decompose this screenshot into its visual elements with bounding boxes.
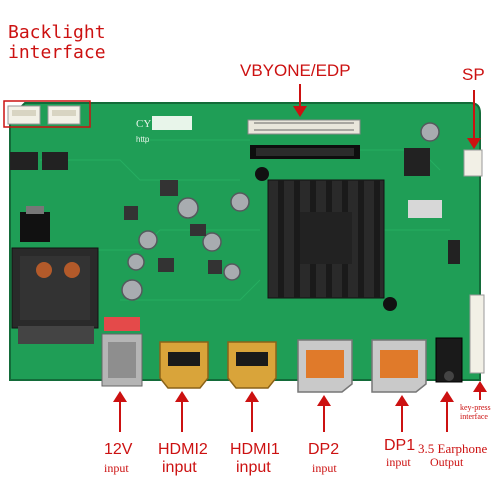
earphone-label-line1: 3.5 Earphone (418, 441, 488, 456)
hdmi2-label-line1: HDMI2 (158, 441, 208, 458)
backlight-label-line1: Backlight (8, 22, 106, 43)
power-header (104, 317, 140, 331)
hdmi1-port (227, 341, 277, 389)
hdmi2-port (159, 341, 209, 389)
hdmi1-label-line1: HDMI1 (230, 441, 280, 458)
sp-connector (463, 149, 483, 177)
dp2-port (297, 339, 353, 393)
backlight-highlight-box (3, 100, 91, 128)
backlight-label-line2: interface (8, 42, 106, 63)
earphone-label-line2: Output (430, 455, 464, 469)
silkscreen-brand: CY (136, 118, 151, 130)
vbyone-label: VBYONE/EDP (240, 61, 351, 80)
dp1-label-line1: DP1 (384, 437, 416, 454)
12v-label-line2: input (104, 461, 129, 475)
12v-label-line1: 12V (104, 441, 133, 458)
dp2-label-line2: input (312, 461, 337, 475)
capacitors (121, 122, 440, 301)
hdmi2-label-line2: input (162, 459, 197, 476)
keypress-connector (469, 294, 485, 374)
hdmi1-label-line2: input (236, 459, 271, 476)
callout-arrows (113, 84, 487, 432)
dp1-port (371, 339, 427, 393)
dp1-label-line2: input (386, 455, 411, 469)
sp-label: SP (462, 65, 485, 84)
vbyone-connector (247, 119, 361, 135)
keypress-label-line2: interface (460, 412, 488, 421)
backlight-connectors (7, 105, 81, 125)
heatsink (255, 167, 397, 311)
silkscreen-web: http (136, 135, 150, 144)
keypress-label-line1: key-press (460, 403, 491, 412)
pcb (9, 102, 481, 381)
dp2-label-line1: DP2 (308, 441, 340, 458)
